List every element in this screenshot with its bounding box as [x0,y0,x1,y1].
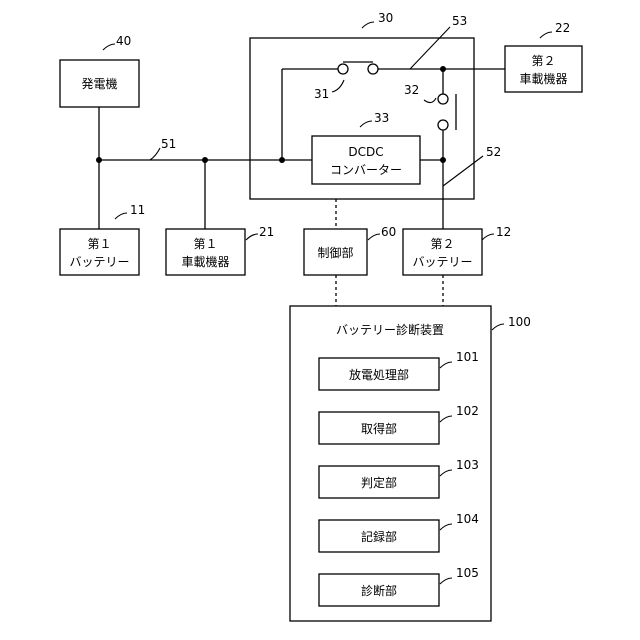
line-53-ref: 53 [452,14,467,28]
junction-dot [96,157,102,163]
module-104-ref: 104 [456,512,479,526]
diagnosis-device-title: バッテリー診断装置 [336,322,444,337]
junction-dot [440,66,446,72]
generator-ref: 40 [116,34,131,48]
switch-32-contact-top [438,94,448,104]
recording-unit-label: 記録部 [361,529,397,544]
generator-label: 発電機 [81,76,117,91]
unit-30-ref: 30 [378,11,393,25]
device-1-ref: 21 [259,225,274,239]
junction-dot [440,157,446,163]
module-102-ref: 102 [456,404,479,418]
line-52-ref: 52 [486,145,501,159]
diagnosis-device-leader [492,324,504,330]
acquisition-unit-label: 取得部 [361,421,397,436]
diagnosis-unit-label: 診断部 [361,583,397,598]
line-51-ref: 51 [161,137,176,151]
junction-dot [279,157,285,163]
module-103-ref: 103 [456,458,479,472]
battery-1-leader [115,213,127,219]
determination-unit-label: 判定部 [361,475,397,490]
battery-1-ref: 11 [130,203,145,217]
controller-leader [368,234,380,240]
diagnosis-device-ref: 100 [508,315,531,329]
device-1-label-line1: 第１ [193,237,217,251]
battery-2-leader [482,234,494,240]
controller-ref: 60 [381,225,396,239]
device-1-leader [246,234,258,240]
device-2-leader [540,32,552,38]
device-2-label-line2: 車載機器 [519,71,567,86]
device-2-label-line1: 第２ [531,54,555,68]
converter-ref: 33 [374,111,389,125]
module-101-ref: 101 [456,350,479,364]
line-51-leader [150,148,160,160]
switch-32-contact-bottom [438,120,448,130]
switch-32-ref: 32 [404,83,419,97]
device-1-label-line2: 車載機器 [181,254,229,269]
battery-1-label-line2: バッテリー [69,255,129,269]
converter-label-line1: DCDC [348,145,383,159]
battery-2-label-line2: バッテリー [412,255,472,269]
switch-31-ref: 31 [314,87,329,101]
discharge-processing-unit-label: 放電処理部 [349,367,409,382]
junction-dot [202,157,208,163]
device-2-ref: 22 [555,21,570,35]
converter-label-line2: コンバーター [330,163,402,177]
generator-leader [103,44,115,50]
module-105-ref: 105 [456,566,479,580]
battery-2-label-line1: 第２ [430,237,454,251]
unit-30-leader [362,22,374,28]
battery-1-label-line1: 第１ [87,237,111,251]
controller-label: 制御部 [317,245,353,260]
switch-31-contact-left [338,64,348,74]
battery-2-ref: 12 [496,225,511,239]
switch-31-contact-right [368,64,378,74]
